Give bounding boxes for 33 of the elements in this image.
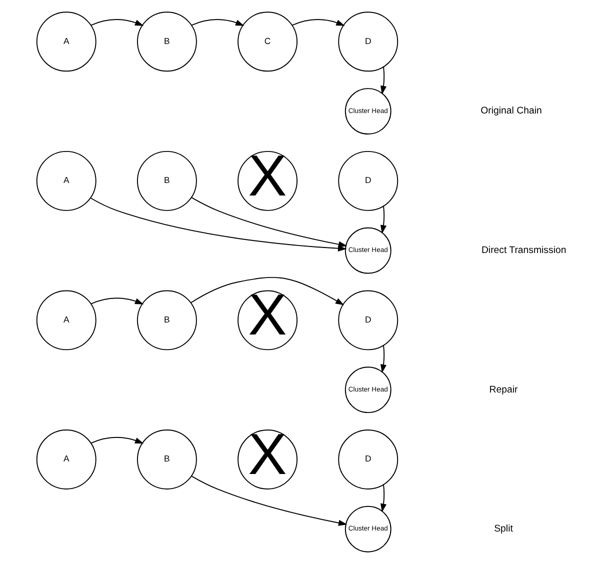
node-circle: X bbox=[238, 290, 298, 350]
arrow bbox=[380, 484, 387, 512]
node-circle: A bbox=[36, 150, 96, 211]
node-circle: A bbox=[36, 430, 96, 490]
arrow bbox=[190, 276, 344, 306]
arrow bbox=[380, 206, 387, 234]
label: Direct Transmission bbox=[481, 244, 566, 256]
arrow bbox=[90, 198, 347, 252]
node-circle: B bbox=[136, 430, 197, 490]
label: Split bbox=[494, 524, 513, 535]
arrow bbox=[191, 19, 244, 26]
label: Repair bbox=[489, 384, 518, 396]
arrow bbox=[380, 345, 387, 374]
label: Original Chain bbox=[480, 106, 542, 117]
node-circle: D bbox=[338, 290, 398, 350]
arrow bbox=[90, 298, 144, 304]
arrow bbox=[380, 66, 387, 95]
arrow bbox=[292, 19, 345, 26]
node-circle: B bbox=[136, 12, 197, 72]
arrow bbox=[90, 436, 144, 444]
arrow bbox=[191, 197, 348, 248]
node-circle: D bbox=[338, 430, 398, 490]
arrow bbox=[90, 19, 144, 26]
node-circle: C bbox=[238, 12, 298, 72]
node-circle: A bbox=[36, 12, 96, 72]
node-circle: X bbox=[238, 150, 298, 211]
node-circle: B bbox=[136, 290, 197, 350]
node-circle: A bbox=[36, 290, 96, 350]
arrow bbox=[191, 476, 348, 526]
node-circle: X bbox=[238, 430, 298, 490]
node-circle: B bbox=[136, 150, 197, 211]
node-circle: D bbox=[338, 150, 398, 211]
node-circle: D bbox=[338, 12, 398, 72]
